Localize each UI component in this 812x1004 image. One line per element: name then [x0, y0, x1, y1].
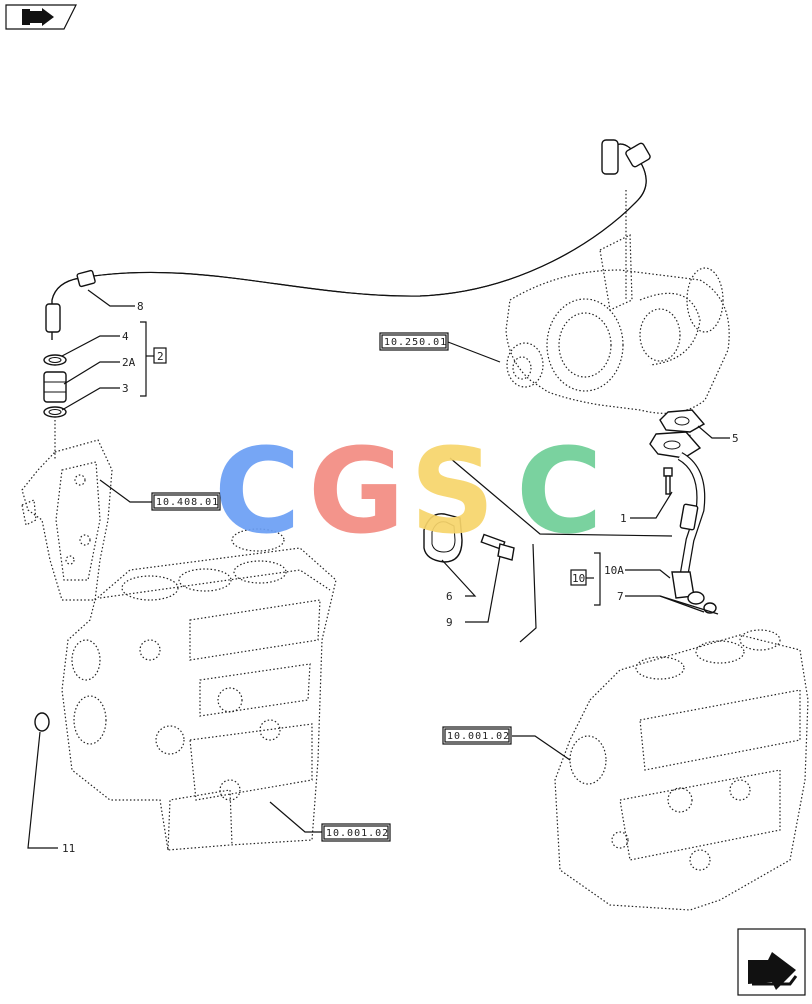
screw-9 [480, 533, 515, 561]
cgsc-watermark: C G S C [214, 422, 603, 560]
svg-text:10.001.02: 10.001.02 [447, 731, 510, 742]
leader-lines [27, 289, 730, 849]
next-page-arrow-icon[interactable] [737, 928, 806, 996]
svg-text:C: C [214, 422, 301, 560]
book-arrow-icon[interactable] [5, 4, 77, 30]
callout-10a: 10A [604, 564, 624, 577]
callout-1: 1 [620, 512, 627, 525]
oil-feed-pipe [45, 139, 651, 340]
svg-text:S: S [410, 422, 495, 560]
reference-box-turbo[interactable]: 10.250.01 [379, 332, 449, 351]
svg-text:C: C [516, 422, 603, 560]
engine-block-left [61, 528, 337, 851]
clamp-6 [423, 513, 463, 563]
callout-2a: 2A [122, 356, 136, 369]
reference-box-block-right[interactable]: 10.001.02 [442, 726, 512, 745]
oil-filter-housing [21, 439, 113, 601]
turbocharger [505, 234, 730, 414]
svg-text:G: G [308, 422, 405, 560]
callout-6: 6 [446, 590, 453, 603]
engine-block-right [554, 629, 809, 911]
callout-11: 11 [62, 842, 75, 855]
callout-7: 7 [617, 590, 624, 603]
callout-labels: 8 4 2A 3 2 5 1 10 10A 7 6 9 11 [62, 300, 739, 855]
callout-5: 5 [732, 432, 739, 445]
bolt-1 [663, 467, 673, 495]
svg-text:10.250.01: 10.250.01 [384, 337, 447, 348]
callout-9: 9 [446, 616, 453, 629]
oil-return-pipe [649, 431, 717, 614]
reference-box-filter[interactable]: 10.408.01 [151, 492, 221, 511]
svg-text:10.408.01: 10.408.01 [156, 497, 219, 508]
callout-3: 3 [122, 382, 129, 395]
callout-8: 8 [137, 300, 144, 313]
plug-11 [34, 712, 50, 732]
reference-box-block-left[interactable]: 10.001.02 [321, 823, 391, 842]
gasket-5 [659, 409, 706, 433]
callout-2: 2 [157, 350, 164, 363]
union-fitting-2a [43, 354, 67, 418]
callout-4: 4 [122, 330, 129, 343]
callout-10: 10 [572, 572, 585, 585]
svg-text:10.001.02: 10.001.02 [326, 828, 389, 839]
